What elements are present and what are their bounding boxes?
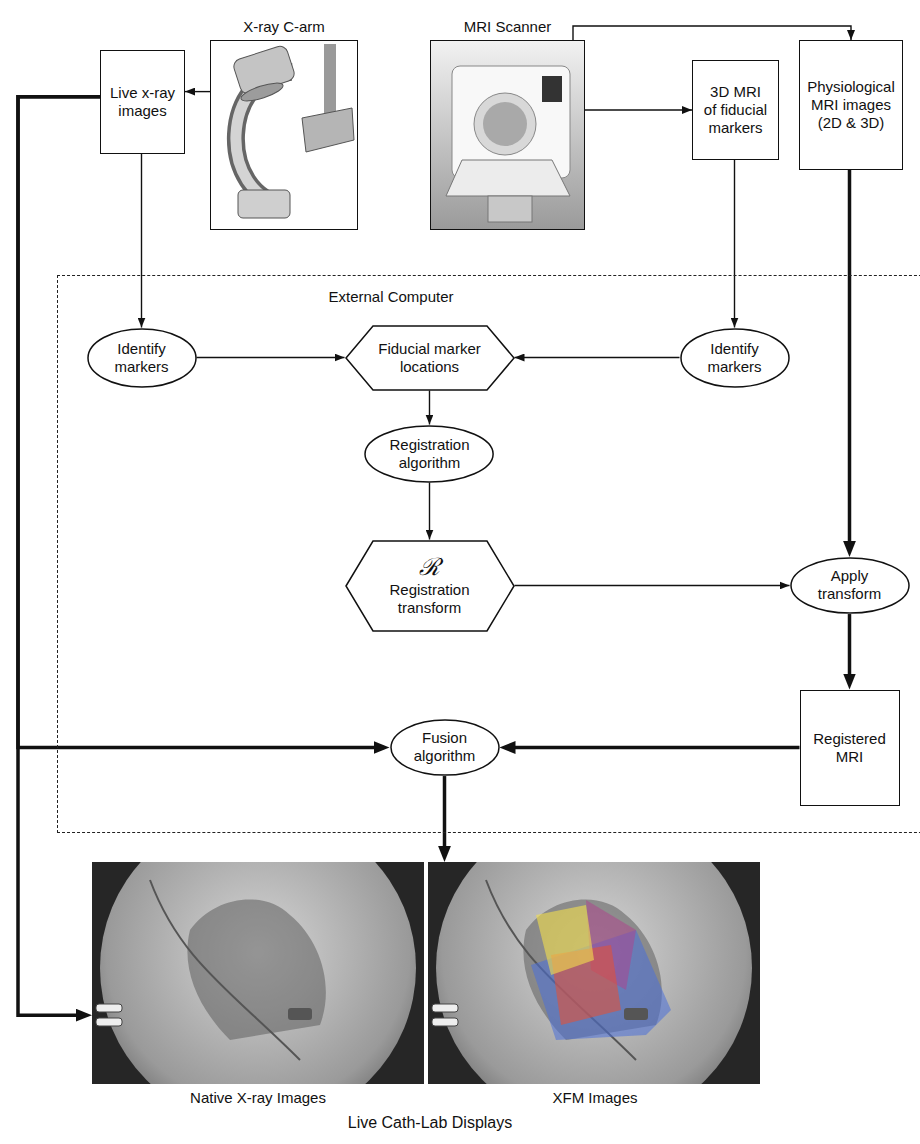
node-label: 3D MRI of fiducial markers (703, 83, 769, 137)
text-block: Registration algorithm (386, 436, 472, 472)
connector-arrow (573, 26, 851, 40)
x-ray-source (238, 190, 290, 218)
fiducial-marker (288, 1008, 312, 1020)
hexagon-shape (346, 326, 514, 390)
node-label: Fiducial marker locations (374, 340, 486, 376)
node-label: Apply transform (814, 567, 886, 603)
text-block: X-ray C-arm (243, 18, 325, 36)
data-hexagon: ℛRegistration transform (345, 540, 515, 632)
node-label: Identify markers (700, 340, 770, 376)
text-block: Identify markers (700, 340, 770, 376)
ellipse-shape (365, 426, 493, 482)
equipment-panel: MRI Scanner (430, 40, 585, 230)
connector-arrow (848, 614, 852, 683)
process-box: Physiological MRI images (2D & 3D) (799, 40, 903, 170)
fiducial-marker (96, 1004, 122, 1012)
ellipse-shape (681, 329, 789, 387)
connector-arrow (429, 483, 430, 540)
text-block: Apply transform (814, 567, 886, 603)
connector-arrow (515, 585, 790, 586)
display-image: XFM Images (428, 862, 762, 1084)
process-ellipse: Registration algorithm (364, 425, 494, 483)
text-block: Identify markers (107, 340, 177, 376)
connector-arrow (18, 97, 100, 1015)
computer-region: External ComputerIdentify markers Fiducia… (57, 275, 920, 833)
process-ellipse: Identify markers (680, 328, 790, 388)
node-label: Fusion algorithm (410, 729, 480, 765)
connector-arrow (185, 91, 210, 92)
node-label: X-ray C-arm (243, 18, 325, 36)
connector-arrow (429, 391, 430, 425)
node-label: Native X-ray Images (190, 1089, 326, 1107)
process-box: Registered MRI (800, 690, 900, 806)
process-ellipse: Apply transform (790, 557, 910, 614)
x-ray-detector (239, 79, 285, 104)
connector-arrow (585, 109, 692, 110)
data-hexagon: Fiducial marker locations (345, 325, 515, 391)
process-ellipse: Fusion algorithm (390, 719, 500, 776)
connector-arrow (18, 97, 384, 748)
node-label: External Computer (251, 288, 531, 306)
fiducial-marker (432, 1004, 458, 1012)
text-block: Fusion algorithm (410, 729, 480, 765)
fiducial-marker (432, 1018, 458, 1026)
display-image: Native X-ray Images (92, 862, 424, 1084)
text-block: External Computer (251, 288, 531, 306)
patient-table (446, 160, 570, 196)
equipment-panel: X-ray C-arm (210, 40, 358, 230)
catheter (150, 880, 300, 1060)
process-box: 3D MRI of fiducial markers (692, 60, 779, 160)
node-label: MRI Scanner (464, 18, 552, 36)
connector-arrow (197, 357, 345, 358)
hexagon-shape (346, 541, 514, 631)
scanner-bore (474, 93, 536, 155)
mri-scanner-illustration (430, 40, 585, 230)
text-block: Registered MRI (807, 730, 892, 766)
text-block: MRI Scanner (464, 18, 552, 36)
xfm-picture (428, 810, 762, 1126)
x-ray-field (100, 862, 416, 1084)
text-block: Physiological MRI images (2D & 3D) (806, 78, 896, 132)
node-label: Live x-ray images (108, 84, 178, 120)
c-arm-illustration (210, 40, 358, 230)
process-box: Live x-ray images (100, 50, 185, 154)
node-label: XFM Images (552, 1089, 637, 1107)
mri-overlay (536, 905, 594, 975)
connector-arrow (848, 170, 852, 551)
scanner-panel (542, 76, 562, 102)
node-label: Registered MRI (807, 730, 892, 766)
scanner-bore (483, 102, 527, 146)
fiducial-marker (624, 1008, 648, 1020)
connector-arrow (443, 776, 447, 856)
process-ellipse: Identify markers (87, 328, 197, 388)
node-label: Identify markers (107, 340, 177, 376)
text-block: XFM Images (552, 1089, 637, 1107)
display-caption: Live Cath-Lab Displays (348, 1114, 513, 1132)
connector-arrow (515, 357, 680, 358)
ellipse-shape (391, 720, 499, 775)
text-block: Native X-ray Images (190, 1089, 326, 1107)
table-pedestal (488, 196, 532, 222)
transform-symbol: ℛ (380, 554, 480, 582)
text-block: Live x-ray images (108, 84, 178, 120)
panel-ground (430, 40, 585, 230)
node-label: Physiological MRI images (2D & 3D) (806, 78, 896, 132)
c-arm-support (302, 108, 354, 152)
ellipse-shape (791, 558, 909, 613)
x-ray-field (436, 862, 752, 1084)
ellipse-shape (88, 329, 196, 387)
text-block: ℛRegistration transform (380, 554, 480, 618)
connector-arrow (141, 154, 142, 328)
fiducial-marker (96, 1018, 122, 1026)
panel-ground (210, 40, 358, 230)
text-block: Fiducial marker locations (374, 340, 486, 376)
node-label: Registration algorithm (386, 436, 472, 472)
native-x-ray-picture (92, 810, 424, 1126)
text-block: 3D MRI of fiducial markers (703, 83, 769, 137)
connector-arrow (506, 746, 800, 750)
node-label: Registration transform (380, 581, 480, 617)
connector-arrow (734, 160, 735, 328)
